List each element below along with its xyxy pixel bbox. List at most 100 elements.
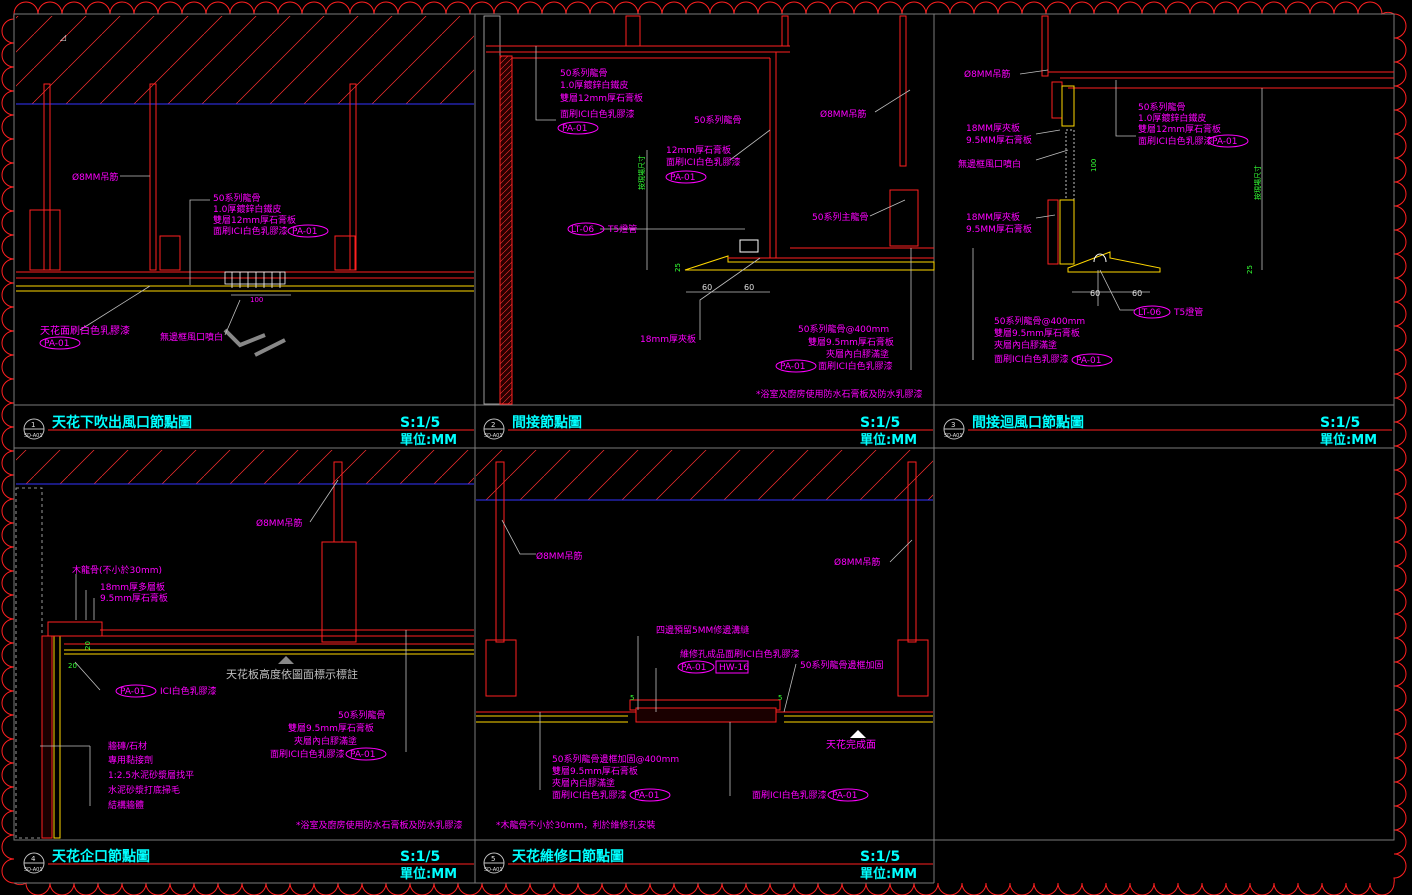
p2-c2: 面刷ICI白色乳膠漆 (666, 156, 741, 168)
p3-tag-a: PA-01 (1207, 134, 1249, 148)
p3-vent: 無邊框風口噴白 (958, 158, 1021, 170)
p3-d60b: 60 (1132, 289, 1142, 298)
p3-b1: 18MM厚夾板 (966, 122, 1020, 134)
svg-text:SD-A01: SD-A01 (24, 433, 43, 439)
panel-3-unit: 單位:MM (1320, 432, 1377, 448)
p2-d60a: 60 (702, 283, 712, 292)
p4-w5: 結構牆體 (108, 799, 144, 811)
p1-vent-label: 無邊框風口噴白 (160, 331, 223, 343)
panel-4-unit: 單位:MM (400, 866, 457, 882)
p5-rod-right: Ø8MM吊筋 (834, 556, 880, 568)
p5-e2: 雙層9.5mm厚石膏板 (552, 765, 638, 777)
svg-text:PA-01: PA-01 (562, 124, 588, 134)
panel-5-drawing (476, 450, 933, 796)
p5-level: 天花完成面 (826, 738, 876, 751)
panel-2-drawing (483, 15, 974, 405)
p4-w3: 1:2.5水泥砂漿層找平 (108, 769, 194, 781)
p2-a2: 1.0厚鍍鋅白鐵皮 (560, 79, 628, 91)
p2-d25: 25 (674, 263, 682, 272)
p2-d60b: 60 (744, 283, 754, 292)
p1-dim: 100 (250, 296, 263, 304)
panel-3-drawing (972, 15, 1394, 360)
p4-level: 天花板高度依圖面標示標註 (226, 667, 358, 681)
panel-1-title: 天花下吹出風口節點圖 (52, 414, 192, 431)
p4-c3: 夾層內白膠滿塗 (294, 735, 357, 747)
panel-2-unit: 單位:MM (860, 432, 917, 448)
p4-w1: 牆磚/石材 (108, 740, 147, 752)
p2-main: 50系列主龍骨 (812, 211, 868, 223)
svg-text:◿: ◿ (59, 33, 66, 42)
p4-tag-c: PA-01 (345, 747, 387, 761)
p4-a1: 木龍骨(不小於30mm) (72, 564, 162, 576)
panel-2-scale: S:1/5 (860, 415, 900, 431)
p2-tag-e: PA-01 (775, 359, 817, 373)
svg-text:2: 2 (491, 421, 495, 429)
svg-text:3: 3 (951, 421, 955, 429)
titleblock-3: 3 SD-A01 間接迴風口節點圖 S:1/5 單位:MM (943, 414, 1392, 448)
svg-text:PA-01: PA-01 (1212, 137, 1238, 147)
svg-text:5: 5 (491, 855, 495, 863)
p3-c1: 18MM厚夾板 (966, 211, 1020, 223)
p2-tag-a: PA-01 (557, 121, 599, 135)
p3-a4: 面刷ICI白色乳膠漆 (1138, 135, 1213, 147)
svg-text:PA-01: PA-01 (832, 791, 858, 801)
p5-note: *木龍骨不小於30mm，利於維修孔安裝 (496, 819, 656, 831)
p3-a2: 1.0厚鍍鋅白鐵皮 (1138, 112, 1206, 124)
svg-text:4: 4 (31, 855, 36, 863)
p3-d100: 100 (1090, 159, 1098, 172)
p1-label-2: 1.0厚鍍鋅白鐵皮 (213, 203, 281, 215)
p1-rod-label: Ø8MM吊筋 (72, 171, 118, 183)
p2-e3: 夾層內白膠滿塗 (826, 348, 889, 360)
p3-e3: 夾層內白膠滿塗 (994, 339, 1057, 351)
p3-c2: 9.5MM厚石膏板 (966, 223, 1032, 235)
p2-ply: 18mm厚夾板 (640, 333, 696, 345)
p3-rod: Ø8MM吊筋 (964, 68, 1010, 80)
p1-tag-2: PA-01 (39, 336, 81, 350)
panel-5-title: 天花維修口節點圖 (512, 848, 624, 865)
p5-d5b: 5 (630, 694, 634, 702)
svg-text:PA-01: PA-01 (1076, 356, 1102, 366)
panel-1-scale: S:1/5 (400, 415, 440, 431)
svg-text:PA-01: PA-01 (44, 339, 70, 349)
titleblock-4: 4 SD-A01 天花企口節點圖 S:1/5 單位:MM (23, 848, 474, 882)
panel-1-unit: 單位:MM (400, 432, 457, 448)
svg-text:SD-A01: SD-A01 (24, 867, 43, 873)
svg-text:PA-01: PA-01 (120, 687, 146, 697)
p4-a2: 18mm厚多層板 (100, 581, 165, 593)
svg-text:LT-06: LT-06 (1138, 308, 1161, 318)
p1-label-4: 面刷ICI白色乳膠漆 (213, 225, 288, 237)
p3-e1: 50系列龍骨@400mm (994, 315, 1085, 327)
p1-ceiling-label: 天花面刷白色乳膠漆 (40, 324, 130, 337)
p1-label-3: 雙層12mm厚石膏板 (213, 214, 296, 226)
p3-e4: 面刷ICI白色乳膠漆 (994, 353, 1069, 365)
svg-text:HW-16: HW-16 (719, 663, 749, 673)
svg-text:PA-01: PA-01 (681, 663, 707, 673)
p2-rod: Ø8MM吊筋 (820, 108, 866, 120)
titleblock-5: 5 SD-A01 天花維修口節點圖 S:1/5 單位:MM (483, 848, 933, 882)
p5-e1: 50系列龍骨邊框加固@400mm (552, 753, 679, 765)
p2-a1: 50系列龍骨 (560, 67, 607, 79)
p2-b1: 50系列龍骨 (694, 114, 741, 126)
svg-text:PA-01: PA-01 (780, 362, 806, 372)
p4-b1: ICI白色乳膠漆 (160, 685, 217, 697)
svg-text:PA-01: PA-01 (670, 173, 696, 183)
p3-d25: 25 (1246, 265, 1254, 274)
panel-3-title: 間接迴風口節點圖 (972, 414, 1084, 431)
panel-2-title: 間接節點圖 (512, 414, 582, 431)
p2-a3: 雙層12mm厚石膏板 (560, 92, 643, 104)
p4-d20b: 20 (68, 662, 77, 670)
p3-a1: 50系列龍骨 (1138, 101, 1185, 113)
p5-e3: 夾層內白膠滿塗 (552, 777, 615, 789)
svg-text:LT-06: LT-06 (571, 225, 594, 235)
p4-a3: 9.5mm厚石膏板 (100, 592, 168, 604)
p5-tag-e: PA-01 (629, 788, 671, 802)
svg-text:PA-01: PA-01 (292, 227, 318, 237)
panel-4-title: 天花企口節點圖 (52, 848, 150, 865)
p2-dim-v: 按現場尺寸 (637, 155, 646, 190)
panel-5-unit: 單位:MM (860, 866, 917, 882)
p3-tag-e: PA-01 (1071, 353, 1113, 367)
sheet-frame (13, 13, 1395, 884)
p5-c1: 50系列龍骨邊框加固 (800, 659, 883, 671)
p5-tag-b2: HW-16 (715, 660, 749, 674)
